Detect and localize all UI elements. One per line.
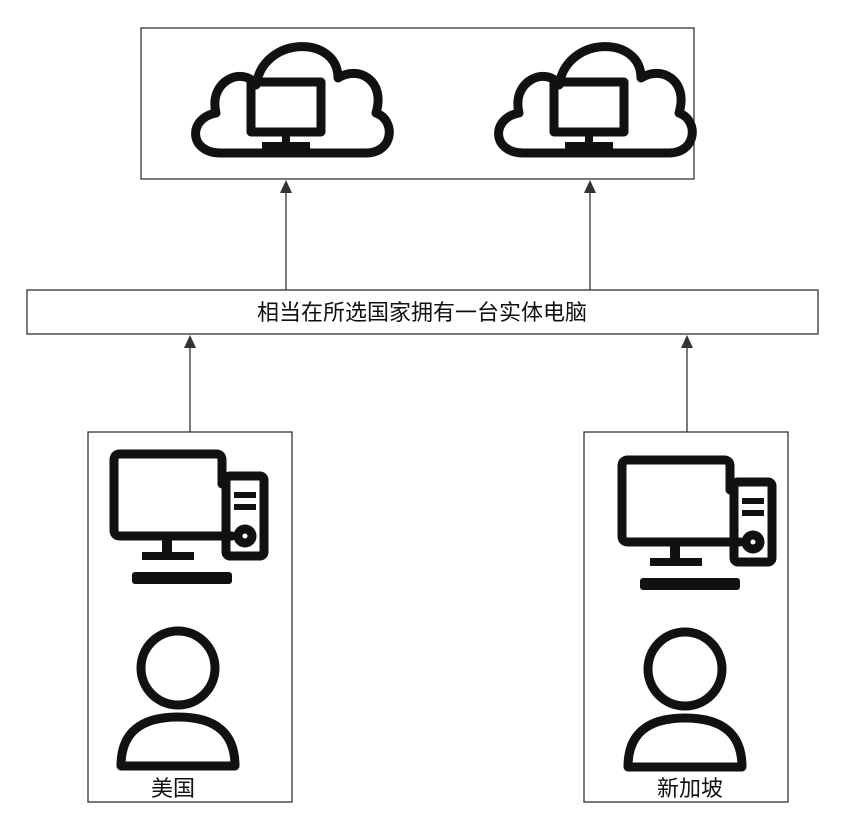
- middle-banner: [26, 289, 819, 335]
- arrowhead: [184, 335, 196, 348]
- arrowhead: [681, 335, 693, 348]
- middle-label: 相当在所选国家拥有一台实体电脑: [257, 301, 587, 326]
- location-box-right: [583, 431, 789, 803]
- location-label: 新加坡: [657, 777, 723, 802]
- arrowhead: [280, 180, 292, 193]
- arrowhead: [584, 180, 596, 193]
- location-label: 美国: [151, 777, 195, 802]
